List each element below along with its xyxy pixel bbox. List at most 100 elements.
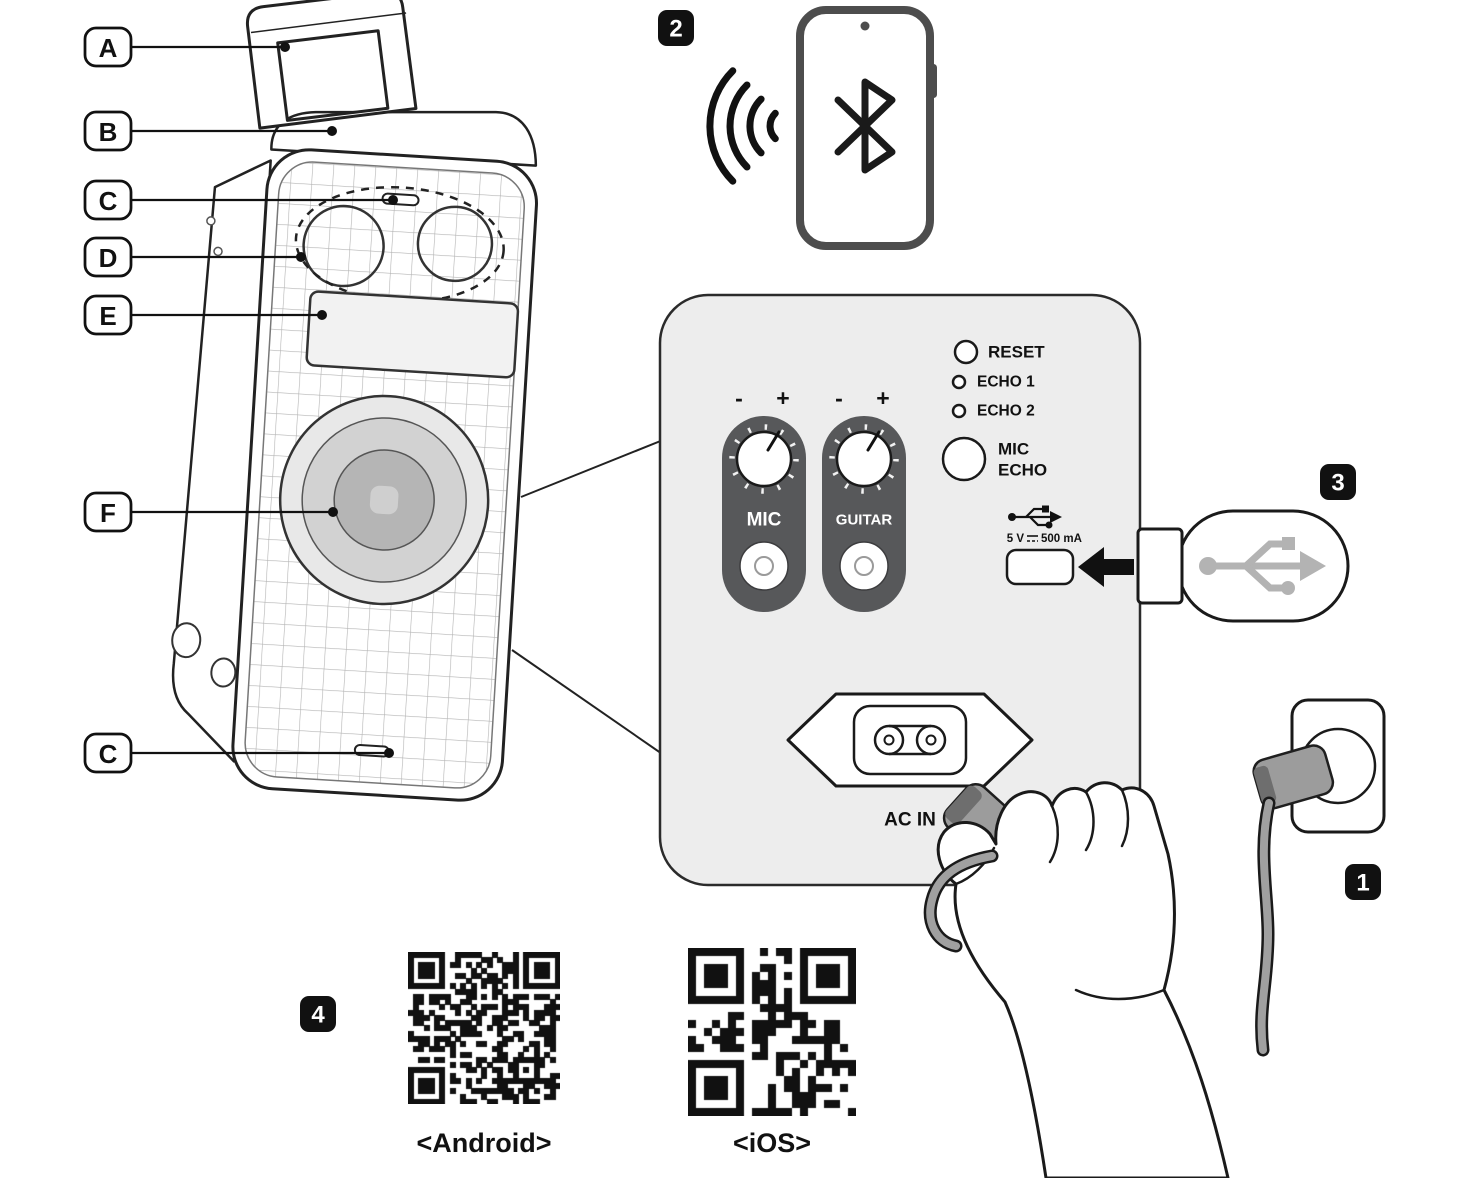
usb-flash-drive: 3 [1136,464,1356,623]
phone-side-button [930,64,937,98]
ac-in-label: AC IN [884,810,936,831]
usb-port [1005,548,1075,586]
callout-letter: D [99,243,118,273]
mic-jack-hole-inner [754,556,774,576]
handle-grip-edge [250,12,407,34]
callout-dot [280,42,290,52]
callout-dot [296,252,306,262]
callout-b: B [83,110,337,152]
qr-android-label: <Android> [416,1128,551,1158]
callout-box [83,294,133,336]
phone-camera-dot [860,21,870,31]
qr-code-ios-icon [688,948,856,1116]
usb-flash-drive-icon [1199,537,1326,595]
callout-letter: E [99,301,116,331]
step-4-badge [300,996,336,1032]
callout-a: A [83,26,290,68]
callout-box [83,236,133,278]
step-3-badge [1320,464,1356,500]
guitar-volume-knob [835,430,893,488]
reset-button-icon [953,339,979,365]
guitar-knob-plus-label: + [876,385,889,411]
handle-icon [245,0,418,130]
speaker-control-panel [305,290,520,379]
speaker-indicator-slot-bottom [353,743,390,758]
sound-waves-icon [706,67,779,185]
outlet-plug-cap [1253,765,1277,805]
echo1-indicator-icon [951,374,967,390]
mic-volume-knob [735,430,793,488]
mic-jack-hole [739,541,789,591]
callout-letter: C [99,186,118,216]
echo2-indicator-icon [951,403,967,419]
outlet-cable [1257,799,1273,1054]
outlet-plug [1252,744,1335,810]
usb-rating-current-label: 500 mA [1041,533,1082,545]
callout-box [83,491,133,533]
tweeter-dashed-outline [294,185,505,303]
speaker-side-panel [171,159,272,763]
reset-label: RESET [988,343,1045,362]
ac-inlet-connector [852,704,968,776]
callout-dot [327,126,337,136]
callout-dot [317,310,327,320]
callout-letter: C [99,739,118,769]
step-2-badge [658,10,694,46]
bluetooth-icon [834,78,896,174]
hand-plugging-power-cord [923,781,1230,1178]
guitar-knob-ticks [829,424,899,494]
mic-knob-plus-label: + [776,385,789,411]
callout-c-top: C [83,179,398,221]
guitar-knob-minus-label: - [835,385,843,411]
usb-flash-drive-connector [1136,527,1184,605]
step-1-badge [1345,864,1381,900]
zoom-wedge-line-top [520,437,669,498]
callout-box [83,179,133,221]
tweeter-right [416,205,494,283]
guitar-knob-pointer [866,430,881,452]
callout-dot [328,507,338,517]
guitar-jack-hole-inner [854,556,874,576]
usb-rating-voltage-label: 5 V [1007,533,1025,545]
side-screw-icon [213,246,223,257]
mic-echo-button-icon [941,436,987,482]
step-4-number: 4 [311,1002,325,1029]
callout-c-bottom: C [83,732,394,774]
mic-knob-label: MIC [747,510,782,531]
callout-letter: A [99,33,118,63]
speaker-illustration [171,0,538,802]
speaker-tweeter-region [294,185,505,303]
step-3-number: 3 [1331,470,1344,497]
callout-box [83,110,133,152]
usb-icon [1008,505,1062,529]
speaker-handle [245,0,418,130]
qr-ios-label: <iOS> [733,1128,811,1158]
tweeter-left [302,204,385,288]
mic-knob-minus-label: - [735,385,743,411]
guitar-knob-group: - + GUITAR [822,385,906,612]
dc-symbol-icon [1027,535,1038,542]
speaker-woofer [278,394,490,606]
callout-box [83,26,133,68]
mic-knob-group: - + MIC [722,385,806,612]
wall-outlet-illustration: 1 [1252,698,1386,1057]
zoom-wedge-line-bottom [511,649,669,759]
side-screw-icon [206,216,216,226]
callout-e: E [83,294,327,336]
step-1-number: 1 [1356,870,1369,897]
ac-inlet-figure8-icon [873,724,947,756]
callout-box [83,732,133,774]
mic-echo-label-line2: ECHO [998,461,1047,480]
mic-knob-ticks [729,424,799,494]
step-2-number: 2 [669,16,682,43]
power-plug-face [945,785,982,825]
qr-section: 4 <Android> <iOS> [300,996,811,1158]
plug-cable [926,852,996,950]
mic-echo-label-line1: MIC [998,440,1029,459]
bluetooth-pairing-illustration: 2 [658,6,937,250]
hand-icon [936,781,1230,1178]
speaker-wheel [171,622,202,659]
mic-knob-pointer [766,430,781,452]
usb-insert-arrow-icon [1078,547,1134,587]
